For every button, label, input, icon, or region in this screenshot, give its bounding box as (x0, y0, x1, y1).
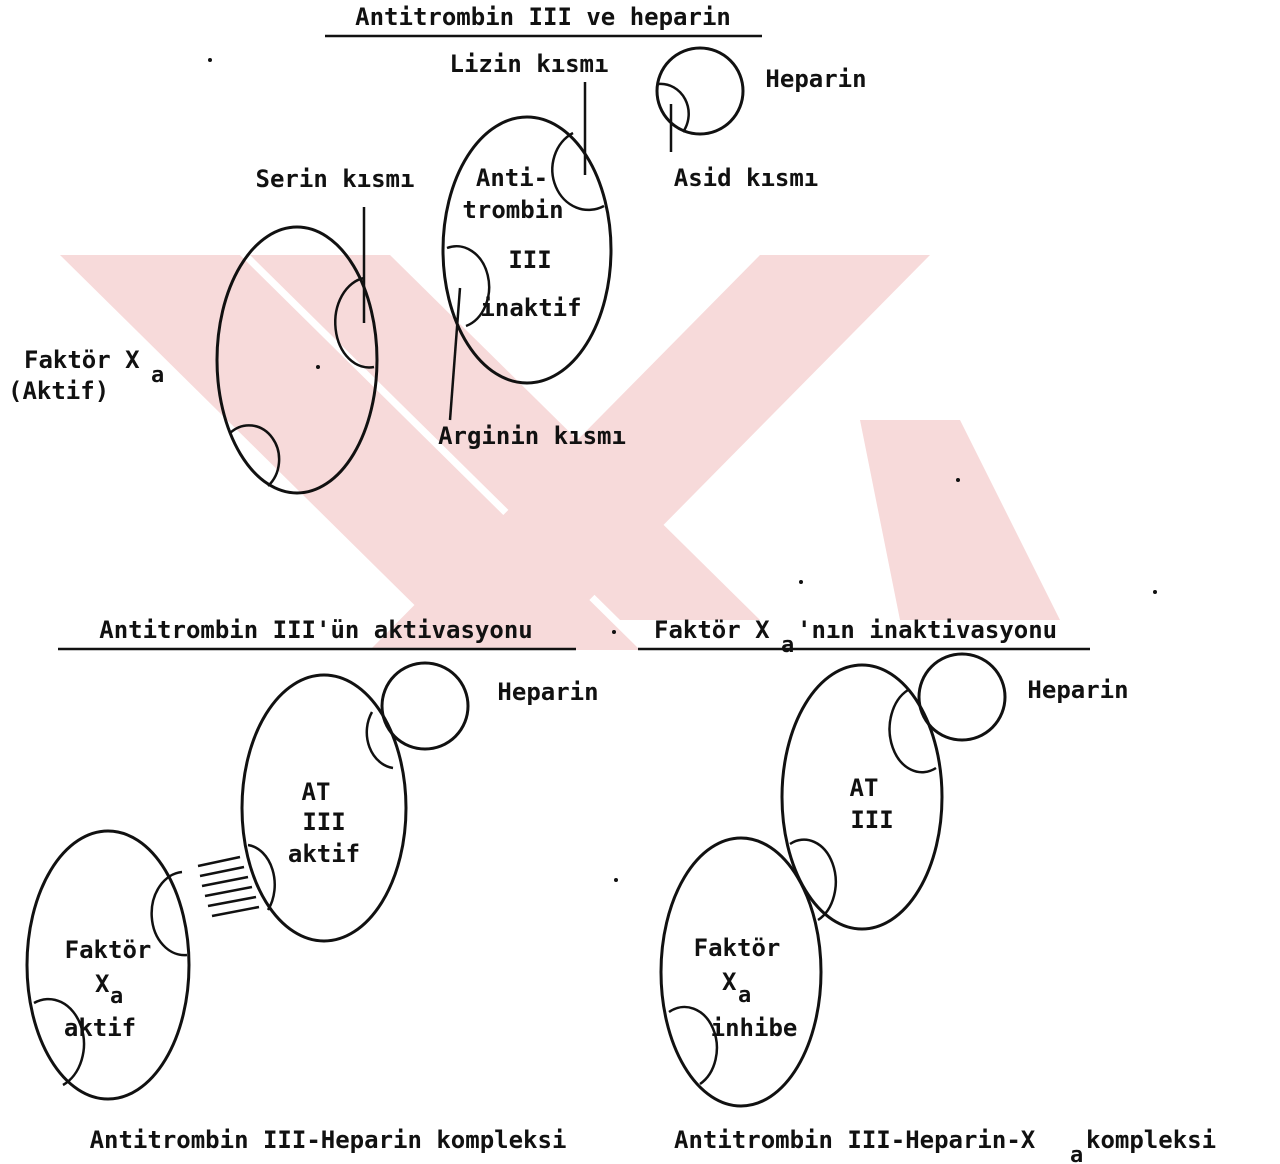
factor-xa-active-line3: aktif (64, 1014, 136, 1042)
hatch-line (198, 857, 240, 866)
factor-xa-inhibited-line3: inhibe (711, 1014, 798, 1042)
antithrombin-active-site-arc (248, 845, 275, 910)
title-inactivation: Faktör X a 'nın inaktivasyonu (654, 616, 1057, 658)
antithrombin-complex: AT III (782, 654, 1005, 929)
hatch-line (205, 887, 252, 896)
factor-xa-inhibited-subscript: a (738, 983, 751, 1008)
factor-xa-active-ellipse (27, 831, 189, 1099)
heparin-left-label: Heparin (497, 678, 598, 706)
heparin-right-binding-arc (890, 690, 936, 772)
title-inactivation-subscript: a (781, 633, 794, 658)
antithrombin-complex-site-arc (790, 840, 836, 920)
acid-label: Asid kısmı (674, 164, 819, 192)
factor-xa-active-line1: Faktör (65, 936, 152, 964)
caption-inactivation-suffix: kompleksi (1086, 1126, 1216, 1154)
speck-dot (614, 878, 618, 882)
factor-xa-inhibited: Faktör X a inhibe (661, 838, 821, 1106)
title-activation: Antitrombin III'ün aktivasyonu (99, 616, 532, 644)
at-active-line2: III (302, 808, 345, 836)
arginine-label: Arginin kısmı (438, 422, 626, 450)
factor-xa-top-subscript: a (151, 363, 164, 388)
at-label-line2: trombin (462, 196, 563, 224)
speck-dot (1153, 590, 1157, 594)
speck-dot (956, 478, 960, 482)
serine-label: Serin kısmı (256, 165, 415, 193)
factor-xa-active-subscript: a (110, 984, 123, 1009)
heparin-top (657, 48, 743, 152)
factor-xa-inhibited-line1: Faktör (694, 934, 781, 962)
heparin-left-binding-arc (367, 712, 393, 768)
heparin-left-circle (382, 663, 468, 749)
speck-dot (799, 580, 803, 584)
at-active-line1: AT (302, 778, 331, 806)
speck-dot (612, 630, 616, 634)
hatch-line (208, 897, 256, 906)
lysine-label: Lizin kısmı (450, 50, 609, 78)
watermark-stroke-tail (860, 420, 1060, 620)
title-inactivation-prefix: Faktör X (654, 616, 770, 644)
at-active-line3: aktif (288, 840, 360, 868)
caption-activation: Antitrombin III-Heparin kompleksi (90, 1126, 567, 1154)
at-label-line1: Anti- (476, 164, 548, 192)
speck-dot (316, 365, 320, 369)
hatch-line (212, 907, 259, 916)
factor-xa-top-active: (Aktif) (8, 377, 109, 405)
hatch-line (200, 867, 244, 876)
caption-inactivation: Antitrombin III-Heparin-X a kompleksi (674, 1126, 1216, 1164)
at-complex-line1: AT (850, 774, 879, 802)
heparin-right-circle (919, 654, 1005, 740)
factor-xa-active: Faktör X a aktif (27, 831, 189, 1099)
heparin-top-label: Heparin (765, 65, 866, 93)
caption-inactivation-prefix: Antitrombin III-Heparin-X (674, 1126, 1036, 1154)
speck-dot (208, 58, 212, 62)
at-label-line4: inaktif (480, 294, 581, 322)
factor-xa-top-label: Faktör X (24, 346, 140, 374)
title-top: Antitrombin III ve heparin (355, 3, 731, 31)
at-complex-line2: III (850, 806, 893, 834)
caption-inactivation-subscript: a (1070, 1143, 1083, 1164)
title-inactivation-suffix: 'nın inaktivasyonu (797, 616, 1057, 644)
factor-xa-inhibited-ellipse (661, 838, 821, 1106)
factor-xa-inhibited-x: X (722, 968, 737, 996)
factor-xa-active-x: X (95, 970, 110, 998)
at-label-line3: III (508, 246, 551, 274)
antithrombin-active: AT III aktif (242, 663, 468, 941)
heparin-right-label: Heparin (1027, 676, 1128, 704)
hatch-line (202, 877, 248, 886)
